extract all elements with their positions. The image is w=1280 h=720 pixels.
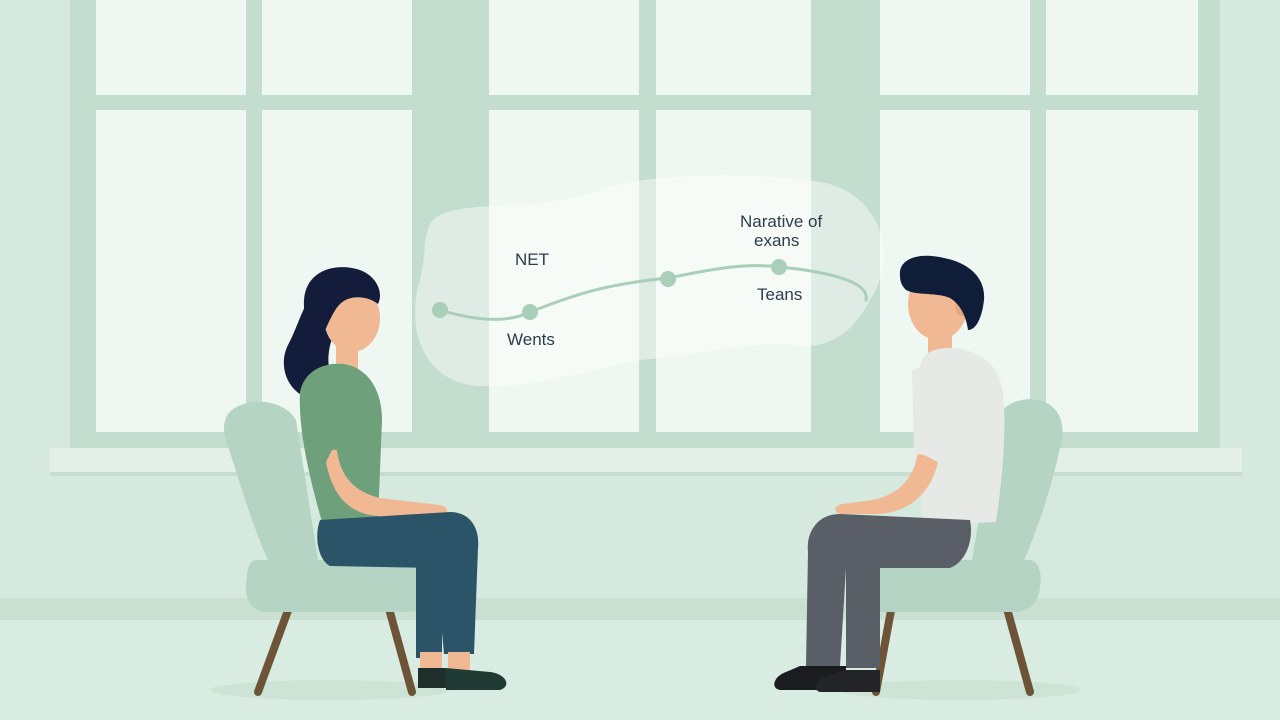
- man-shoe: [815, 670, 880, 692]
- window-pane: [96, 0, 246, 95]
- floor-shadow-right: [840, 680, 1080, 700]
- woman: [283, 267, 507, 690]
- window-pane: [1046, 110, 1198, 432]
- chair-leg: [254, 601, 294, 696]
- woman-ankle: [420, 652, 442, 670]
- window-pane: [656, 0, 811, 95]
- floor-shadow-left: [210, 680, 450, 700]
- floor: [0, 620, 1280, 720]
- woman-ankle: [448, 652, 470, 670]
- woman-sleeve: [326, 396, 362, 450]
- window-sill-shadow: [50, 472, 1242, 476]
- window-pane: [96, 110, 246, 432]
- label-net: NET: [515, 250, 549, 269]
- window-pane: [1046, 0, 1198, 95]
- chair-leg: [384, 601, 416, 696]
- man: [774, 255, 1005, 692]
- window-pane: [880, 0, 1030, 95]
- chair-seat: [245, 560, 438, 612]
- label-teans: Teans: [757, 285, 802, 304]
- label-narrative-line1: Narative of: [740, 212, 822, 231]
- man-lower-leg: [846, 562, 880, 668]
- window-sill: [50, 448, 1242, 474]
- woman-lower-leg: [416, 560, 442, 658]
- woman-hair-top: [303, 267, 380, 340]
- timeline-node: [432, 302, 448, 318]
- timeline-node: [771, 259, 787, 275]
- man-pants: [806, 514, 972, 666]
- chair-left: [224, 401, 438, 696]
- woman-pants: [317, 512, 479, 654]
- chair-back: [224, 401, 318, 560]
- window-pane: [262, 0, 412, 95]
- window-pane: [489, 110, 639, 432]
- woman-arm: [326, 442, 448, 516]
- timeline-node: [660, 271, 676, 287]
- man-hair: [899, 255, 985, 330]
- label-wents: Wents: [507, 330, 555, 349]
- man-arm: [835, 452, 938, 514]
- chair-leg: [1002, 601, 1034, 696]
- narrative-bubble: NET Narative of exans Wents Teans: [415, 175, 884, 387]
- window-pane: [489, 0, 639, 95]
- chair-seat: [857, 560, 1041, 612]
- woman-shoe: [418, 668, 446, 688]
- baseboard: [0, 598, 1280, 620]
- label-narrative-line2: exans: [754, 231, 799, 250]
- woman-shoe: [446, 668, 507, 690]
- timeline-node: [522, 304, 538, 320]
- man-sleeve: [912, 367, 947, 456]
